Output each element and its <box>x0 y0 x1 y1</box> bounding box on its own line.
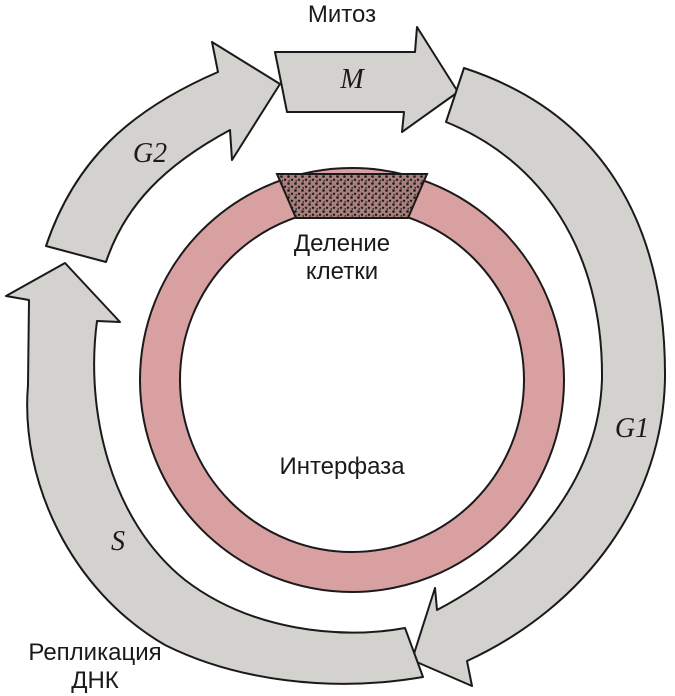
replication-label-line1: Репликация <box>28 639 161 666</box>
cell-division-label-line1: Деление <box>294 230 390 257</box>
interphase-ring <box>138 167 566 593</box>
g2-phase-label: G2 <box>133 138 167 169</box>
interphase-label: Интерфаза <box>279 453 405 480</box>
s-phase-arrow <box>5 262 424 685</box>
m-phase-label: M <box>339 64 365 95</box>
s-phase-label: S <box>111 526 125 557</box>
mitosis-label: Митоз <box>308 1 376 28</box>
cell-division-segment <box>275 173 429 219</box>
g1-phase-arrow <box>411 67 667 687</box>
g2-phase-arrow <box>45 41 281 263</box>
cell-division-label-line2: клетки <box>306 258 378 285</box>
g1-phase-label: G1 <box>615 413 649 444</box>
replication-label-line2: ДНК <box>71 667 119 694</box>
m-phase-arrow <box>274 26 459 133</box>
